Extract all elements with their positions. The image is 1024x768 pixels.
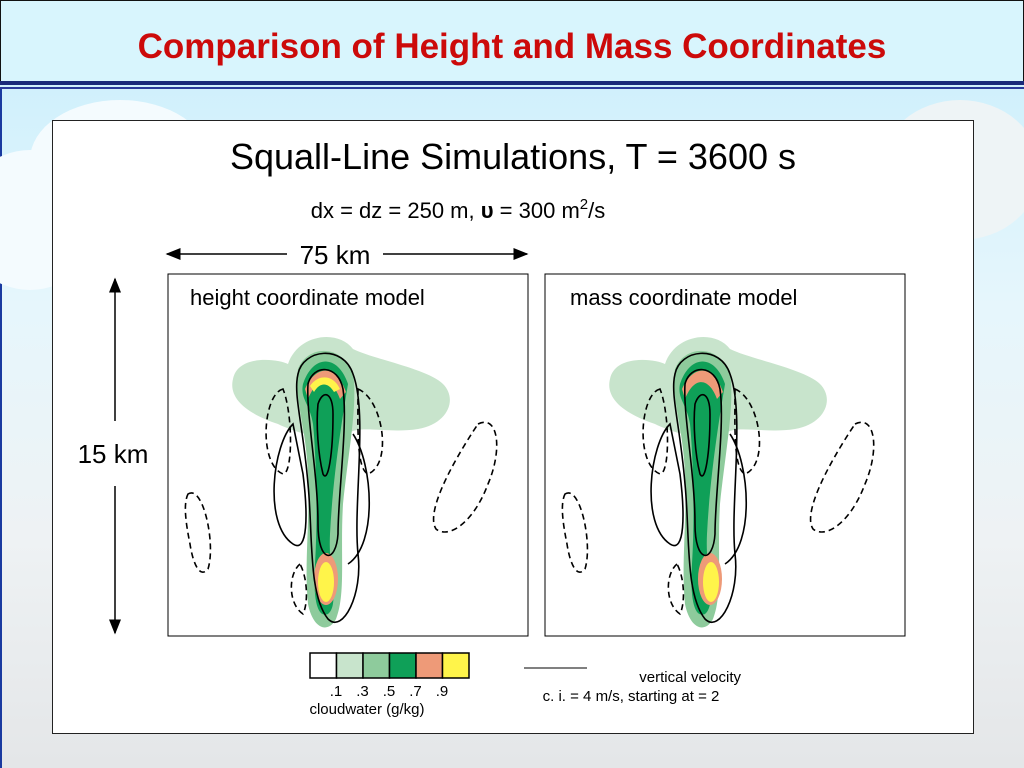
width-label: 75 km: [300, 240, 371, 270]
panel-label: mass coordinate model: [570, 285, 797, 310]
colorbar-tick: .5: [383, 683, 396, 700]
legend-contour-note: c. i. = 4 m/s, starting at = 2: [543, 688, 720, 705]
figure-title: Squall-Line Simulations, T = 3600 s: [230, 136, 796, 177]
colorbar-tick: .9: [436, 683, 449, 700]
squall-line-figure: Squall-Line Simulations, T = 3600 s dx =…: [78, 136, 906, 718]
colorbar-swatch: [362, 652, 391, 679]
cloudwater-field: [609, 337, 827, 628]
cloudwater-field: [232, 337, 450, 628]
height-label: 15 km: [78, 439, 149, 469]
colorbar-swatch: [415, 652, 444, 679]
title-bar: Comparison of Height and Mass Coordinate…: [0, 0, 1024, 81]
colorbar-swatch: [309, 652, 338, 679]
slide-edge: [0, 89, 2, 768]
velocity-contours: [561, 352, 875, 623]
colorbar-label: cloudwater (g/kg): [309, 701, 424, 718]
figure-subtitle: dx = dz = 250 m, υ = 300 m2/s: [311, 196, 605, 223]
panel-mass-coordinate: mass coordinate model: [544, 273, 906, 637]
colorbar-tick: .7: [409, 683, 422, 700]
figure-panel: Squall-Line Simulations, T = 3600 s dx =…: [52, 120, 974, 734]
colorbar: .1 .3 .5 .7 .9: [309, 652, 470, 700]
colorbar-swatch: [388, 652, 417, 679]
colorbar-tick: .3: [356, 683, 369, 700]
colorbar-swatch: [335, 652, 364, 679]
velocity-contours: [184, 352, 498, 623]
colorbar-swatch: [441, 652, 470, 679]
panel-height-coordinate: height coordinate model: [167, 273, 529, 637]
colorbar-tick: .1: [330, 683, 343, 700]
title-divider: [0, 81, 1024, 85]
panel-label: height coordinate model: [190, 285, 425, 310]
title-divider-thin: [0, 87, 1024, 89]
legend-line-label: vertical velocity: [639, 669, 741, 686]
slide-title: Comparison of Height and Mass Coordinate…: [137, 27, 887, 66]
